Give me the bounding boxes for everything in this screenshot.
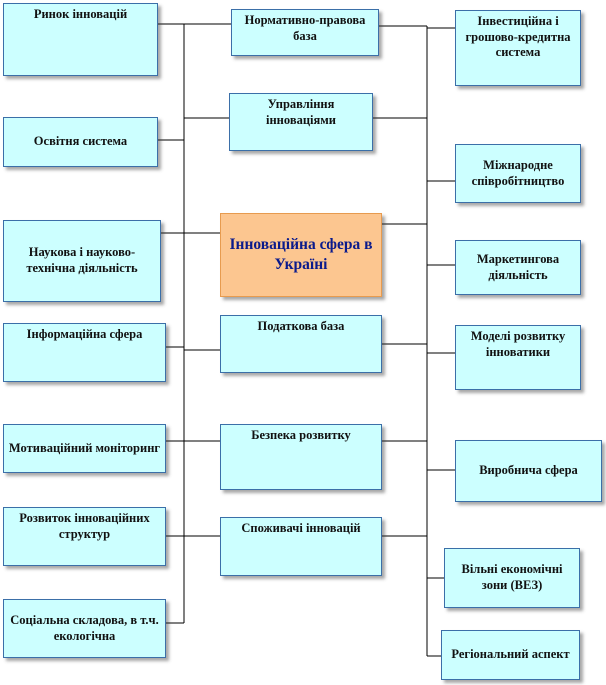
node-label: Інвестиційна і грошово-кредитна система — [465, 14, 571, 60]
node-marketing-activity: Маркетингова діяльність — [455, 240, 581, 295]
node-label: Податкова база — [257, 319, 345, 333]
node-innovation-management: Управління інноваціями — [229, 93, 373, 151]
node-label: Ринок інновацій — [33, 7, 128, 21]
node-scientific-activity: Наукова і науково-технічна діяльність — [3, 220, 161, 302]
node-market-innovations: Ринок інновацій — [3, 3, 158, 76]
node-label: Мотиваційний моніторинг — [8, 440, 161, 455]
node-label: Інформаційна сфера — [26, 327, 143, 341]
node-education-system: Освітня система — [3, 117, 158, 167]
node-production-sphere: Виробнича сфера — [455, 440, 602, 502]
node-label: Безпека розвитку — [251, 428, 351, 442]
node-tax-base: Податкова база — [220, 315, 382, 373]
node-investment-credit-system: Інвестиційна і грошово-кредитна система — [455, 10, 581, 86]
node-development-security: Безпека розвитку — [220, 424, 382, 490]
node-label: Моделі розвитку інноватики — [470, 329, 566, 359]
node-label: Маркетингова діяльність — [476, 251, 560, 282]
node-label: Міжнародне співробітництво — [471, 157, 565, 188]
node-label: Нормативно-правова база — [244, 13, 366, 43]
node-motivational-monitoring: Мотиваційний моніторинг — [3, 424, 166, 473]
node-innovation-structures: Розвиток інноваційних структур — [3, 507, 166, 566]
node-label: Управління інноваціями — [266, 97, 336, 127]
center-node-label: Інноваційна сфера в Україні — [229, 235, 373, 273]
node-innovation-sphere-ukraine: Інноваційна сфера в Україні — [220, 213, 382, 297]
node-innovation-consumers: Споживачі інновацій — [220, 517, 382, 576]
node-label: Соціальна складова, в т.ч. екологічна — [10, 612, 159, 643]
node-label: Виробнича сфера — [479, 463, 578, 478]
node-information-sphere: Інформаційна сфера — [3, 323, 166, 382]
node-label: Освітня система — [33, 134, 128, 149]
node-legal-framework: Нормативно-правова база — [231, 9, 379, 56]
node-free-economic-zones: Вільні економічні зони (ВЕЗ) — [444, 548, 580, 608]
node-international-cooperation: Міжнародне співробітництво — [455, 144, 581, 203]
node-label: Розвиток інноваційних структур — [19, 511, 150, 541]
node-label: Наукова і науково-технічна діяльність — [26, 245, 138, 275]
node-label: Споживачі інновацій — [241, 521, 361, 535]
node-label: Регіональний аспект — [451, 647, 570, 662]
node-regional-aspect: Регіональний аспект — [441, 630, 580, 680]
node-social-component: Соціальна складова, в т.ч. екологічна — [3, 599, 166, 658]
node-innovation-models: Моделі розвитку інноватики — [455, 325, 581, 390]
node-label: Вільні економічні зони (ВЕЗ) — [461, 562, 563, 592]
